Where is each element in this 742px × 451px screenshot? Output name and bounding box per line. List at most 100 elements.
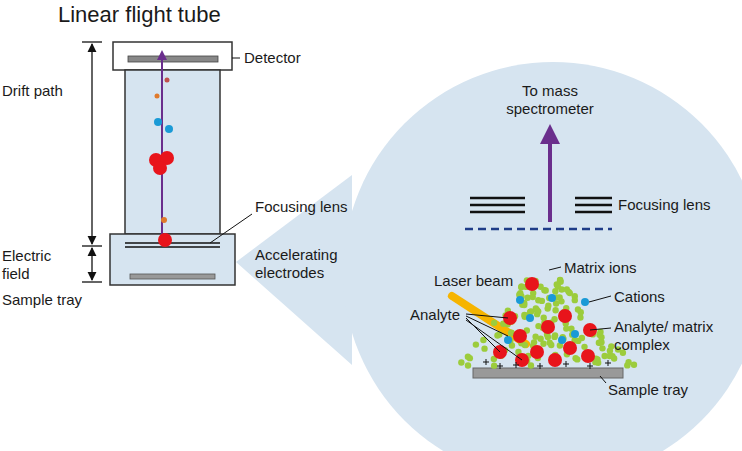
particle: [572, 297, 578, 303]
particle: [581, 298, 589, 306]
shape-part: [590, 328, 611, 330]
shape-part: [600, 376, 606, 383]
particle: [607, 348, 613, 354]
part-label: Sample tray: [608, 381, 688, 399]
particle: [601, 353, 607, 359]
particle: [577, 314, 583, 320]
charge-mark: [497, 363, 503, 369]
part-label: Detector: [244, 49, 301, 67]
shape-part: [466, 320, 522, 360]
charge-mark: [537, 363, 543, 369]
shape-part: [470, 204, 525, 207]
lens-plate: [125, 242, 220, 244]
part-label: Cations: [614, 288, 665, 306]
particle: [548, 342, 554, 348]
zoom-bubble: [343, 62, 742, 451]
particle: [518, 283, 524, 289]
part-label: Electric field: [2, 247, 62, 283]
part-label: Sample tray: [2, 291, 82, 309]
particle: [525, 277, 539, 291]
particle: [581, 344, 587, 350]
particle: [531, 339, 537, 345]
part-label: Drift path: [2, 82, 63, 100]
particle: [551, 334, 557, 340]
particle: [541, 287, 547, 293]
detector-housing: [113, 42, 232, 70]
particle: [504, 336, 512, 344]
particle: [513, 329, 527, 343]
particle: [625, 359, 631, 365]
part-label: Accelerating electrodes: [255, 246, 355, 282]
part-label: Analyte: [410, 306, 460, 324]
shape-part: [575, 211, 612, 214]
particle: [481, 345, 487, 351]
leader-line: [232, 58, 240, 59]
particle: [572, 355, 578, 361]
particle: [526, 314, 534, 322]
particle: [571, 330, 579, 338]
particle: [465, 354, 471, 360]
particle: [465, 362, 471, 368]
focusing-lens: [470, 198, 612, 212]
particle: [522, 342, 528, 348]
part-label: Focusing lens: [255, 198, 348, 216]
particle: [581, 349, 595, 363]
shape-part: [575, 204, 612, 207]
particle: [545, 334, 551, 340]
ion: [158, 233, 172, 247]
matrix-cloud: [458, 277, 637, 369]
particle: [494, 332, 500, 338]
ion: [154, 118, 162, 126]
lens-plate: [125, 246, 220, 248]
shape-part: [470, 197, 525, 200]
charge-mark: [605, 360, 611, 366]
particle: [575, 338, 581, 344]
ion: [155, 94, 160, 99]
particle: [491, 320, 497, 326]
tick: [82, 281, 102, 282]
particle: [558, 336, 566, 344]
title: Linear flight tube: [58, 2, 221, 28]
shape-part: [466, 316, 508, 336]
charge-mark: [513, 362, 519, 368]
charge-mark: [483, 359, 489, 365]
shape-part: [575, 197, 612, 200]
part-label: Matrix ions: [564, 259, 637, 277]
particle: [558, 309, 572, 323]
particle: [458, 359, 464, 365]
detector-plate: [128, 56, 218, 62]
particle: [534, 307, 540, 313]
particle: [516, 296, 524, 304]
particle: [491, 362, 497, 368]
sample-tray: [130, 274, 215, 279]
charge-mark: [563, 361, 569, 367]
ion-beam-arrow: [548, 128, 552, 222]
particle: [597, 339, 603, 345]
part-label: Laser beam: [434, 272, 513, 290]
particle: [541, 314, 547, 320]
particle: [540, 341, 546, 347]
particle: [548, 294, 556, 302]
shape-part: [549, 267, 561, 270]
particle: [539, 298, 545, 304]
ion: [153, 161, 167, 175]
particle: [541, 320, 555, 334]
particle: [563, 341, 577, 355]
part-label: Analyte/ matrix complex: [614, 318, 732, 354]
particle: [473, 341, 479, 347]
particle: [549, 295, 555, 301]
ion: [161, 217, 167, 223]
part-label: Focusing lens: [618, 196, 711, 214]
particle: [567, 290, 573, 296]
particle: [596, 340, 602, 346]
particle: [528, 362, 534, 368]
particle: [555, 283, 561, 289]
shape-part: [470, 211, 525, 214]
dimension-arrow: [91, 248, 92, 280]
source-chamber: [110, 234, 235, 285]
particle: [599, 345, 605, 351]
shape-part: [466, 314, 508, 318]
particle: [535, 323, 541, 329]
accelerating-grid: [465, 228, 612, 231]
